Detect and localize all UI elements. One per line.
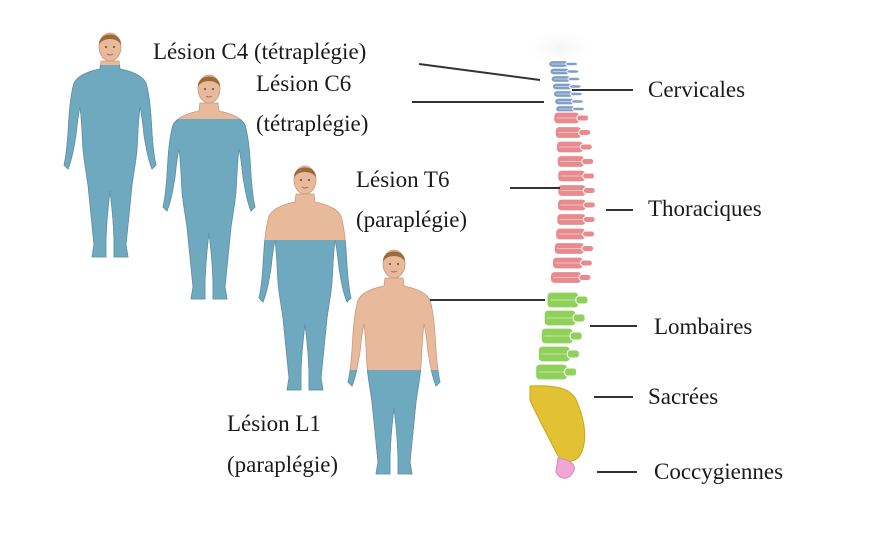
thoracic-vertebra xyxy=(551,256,593,270)
figure-eye xyxy=(397,263,399,265)
leader-lines xyxy=(412,63,637,473)
figure-c4-lesion xyxy=(63,32,157,258)
thoracic-vertebra xyxy=(553,111,590,125)
figure-paralysis-area xyxy=(347,370,441,475)
lumbar-vertebra xyxy=(546,291,589,309)
thoracic-vertebra xyxy=(557,183,596,198)
figure-head xyxy=(197,74,221,104)
figure-mouth xyxy=(205,95,213,98)
thoracic-vertebra xyxy=(549,270,592,285)
figure-mouth xyxy=(106,53,114,56)
lumbar-vertebra xyxy=(543,309,586,327)
figure-eye xyxy=(204,88,206,90)
lumbar-vertebra xyxy=(534,363,578,381)
lesion-t6-label: Lésion T6 xyxy=(356,167,450,192)
figure-mouth xyxy=(390,270,398,273)
figure-hair xyxy=(197,76,221,87)
figure-l1-lesion xyxy=(347,249,441,475)
lumbar-vertebra xyxy=(540,327,583,345)
cervical-vertebra xyxy=(551,82,582,91)
figure-eye xyxy=(389,263,391,265)
spinal-column xyxy=(529,59,596,479)
thoracic-vertebra xyxy=(557,169,596,183)
thoracic-vertebra xyxy=(553,241,595,256)
figure-eye xyxy=(308,179,310,181)
figure-eye xyxy=(212,88,214,90)
region-lumbar-label: Lombaires xyxy=(654,314,753,339)
figure-hair xyxy=(293,167,317,178)
region-thoracic-label: Thoraciques xyxy=(648,196,762,221)
figure-mouth xyxy=(301,186,309,189)
cervical-vertebra xyxy=(553,97,584,106)
figure-paralysis-area xyxy=(258,240,352,391)
coccyx xyxy=(555,457,575,479)
figure-hair xyxy=(382,251,406,262)
figure-hair xyxy=(98,34,122,45)
figure-t6-lesion xyxy=(258,165,352,391)
thoracic-vertebra xyxy=(556,212,596,227)
figure-c6-lesion xyxy=(162,74,256,300)
figure-eye xyxy=(105,46,107,48)
skull-base xyxy=(520,26,600,70)
thoracic-vertebra xyxy=(556,198,596,212)
figure-eye xyxy=(113,46,115,48)
region-sacral-label: Sacrées xyxy=(648,384,719,409)
figure-eye xyxy=(300,179,302,181)
figure-head xyxy=(382,249,406,279)
region-cervical-label: Cervicales xyxy=(648,77,746,102)
figure-head xyxy=(98,32,122,62)
leader-line-c4 xyxy=(418,63,541,81)
lesion-c4-label: Lésion C4 (tétraplégie) xyxy=(153,39,367,64)
lesion-c6-sublabel: (tétraplégie) xyxy=(256,111,369,136)
cervical-vertebra xyxy=(552,89,583,99)
figure-head xyxy=(293,165,317,195)
lesion-l1-label: Lésion L1 xyxy=(227,411,321,436)
cervical-vertebra xyxy=(549,67,580,76)
thoracic-vertebra xyxy=(556,154,595,169)
lesion-t6-sublabel: (paraplégie) xyxy=(356,207,468,232)
thoracic-vertebra xyxy=(555,140,593,154)
thoracic-vertebra xyxy=(555,227,596,241)
thoracic-vertebra xyxy=(554,125,592,140)
lesion-l1-sublabel: (paraplégie) xyxy=(227,452,339,477)
lesion-c6-label: Lésion C6 xyxy=(256,71,352,96)
lumbar-vertebra xyxy=(537,345,580,363)
sacrum xyxy=(529,385,586,462)
figure-paralysis-area xyxy=(63,65,157,258)
cervical-vertebra xyxy=(554,104,586,114)
figure-paralysis-area xyxy=(162,119,256,300)
cervical-vertebra xyxy=(550,74,581,84)
region-coccyx-label: Coccygiennes xyxy=(654,459,784,484)
